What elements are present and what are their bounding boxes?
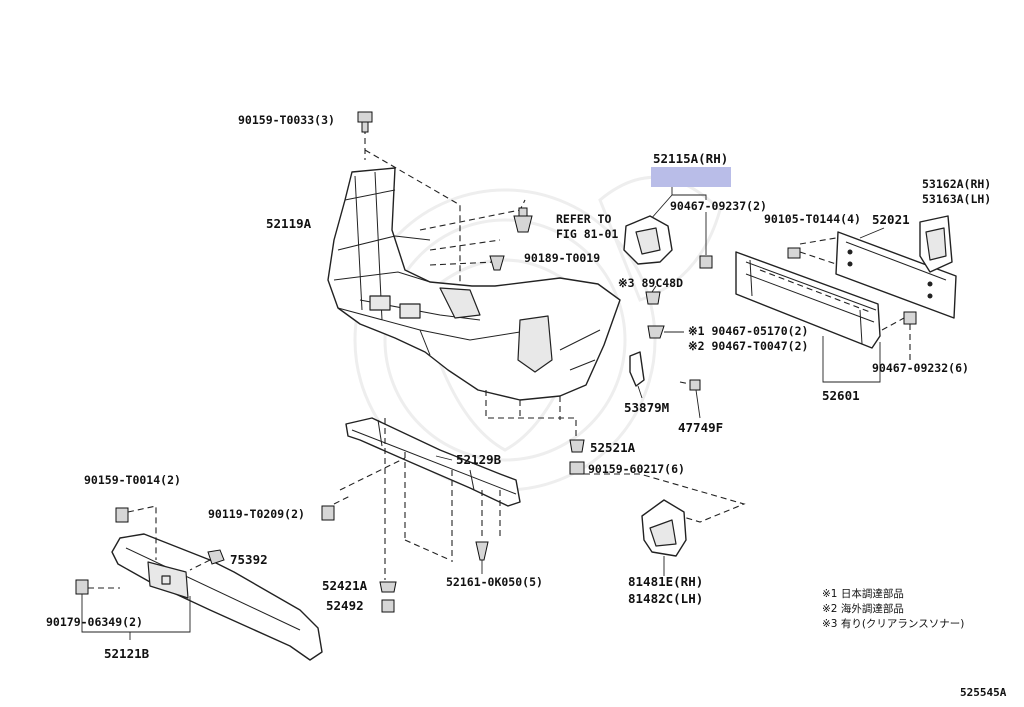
label-75392: 75392	[230, 552, 268, 567]
label-53879m: 53879M	[624, 400, 669, 415]
note-2: ※2 海外調達部品	[822, 602, 904, 615]
label-52601: 52601	[822, 388, 860, 403]
label-81482c-lh: 81482C(LH)	[628, 591, 703, 606]
bracket-52421a[interactable]	[379, 581, 397, 593]
bracket-52115a[interactable]	[623, 215, 673, 265]
label-90159-60217: 90159-60217(6)	[588, 462, 685, 476]
clip-89c48d[interactable]	[645, 285, 661, 305]
clip-52161-0k050[interactable]	[475, 541, 489, 574]
bolt-52492[interactable]	[381, 599, 395, 613]
clip-90189-t0019[interactable]	[489, 255, 505, 271]
screw-47749f[interactable]	[679, 379, 701, 419]
label-90179-06349: 90179-06349(2)	[46, 615, 143, 629]
note-1: ※1 日本調達部品	[822, 587, 904, 600]
reinforcement-52021[interactable]	[835, 231, 957, 319]
bolt-90159-t0014[interactable]	[115, 505, 157, 560]
clip-90179-06349[interactable]	[75, 579, 120, 595]
bolt-90105-t0144[interactable]	[787, 237, 837, 265]
label-90467-09237: 90467-09237(2)	[670, 199, 767, 213]
label-81481e-rh: 81481E(RH)	[628, 574, 703, 589]
label-90119-t0209: 90119-T0209(2)	[208, 507, 305, 521]
label-90159-t0014: 90159-T0014(2)	[84, 473, 181, 487]
label-52492: 52492	[326, 598, 364, 613]
label-fig-81-01: FIG 81-01	[556, 227, 618, 241]
label-90159-t0033: 90159-T0033(3)	[238, 113, 335, 127]
label-90189-t0019: 90189-T0019	[524, 251, 600, 265]
mudguard-81481e-81482c[interactable]	[641, 499, 687, 557]
label-52121b: 52121B	[104, 646, 150, 661]
nut-90467-09232[interactable]	[881, 311, 917, 360]
clip-90467-05170[interactable]	[647, 325, 684, 339]
bolt-90159-t0033[interactable]	[357, 111, 373, 133]
label-52521a: 52521A	[590, 440, 636, 455]
label-90467-t0047: ※2 90467-T0047(2)	[688, 339, 808, 353]
highlight-box-52115a[interactable]	[651, 167, 731, 187]
label-90467-05170: ※1 90467-05170(2)	[688, 324, 808, 338]
retainer-53879m[interactable]	[629, 351, 645, 399]
bumper-absorber-52601[interactable]	[735, 251, 881, 349]
figure-code: 525545A	[960, 686, 1007, 699]
label-52161-0k050: 52161-0K050(5)	[446, 575, 543, 589]
label-52115a-rh: 52115A(RH)	[653, 151, 728, 166]
label-52119a: 52119A	[266, 216, 312, 231]
clip-52521a[interactable]	[569, 439, 585, 453]
bracket-53162a-53163a[interactable]	[919, 215, 953, 273]
label-47749f: 47749F	[678, 420, 723, 435]
bumper-cover-52119a[interactable]	[327, 167, 621, 401]
screw-90159-60217[interactable]	[569, 461, 585, 475]
label-52129b: 52129B	[456, 452, 502, 467]
note-3: ※3 有り(クリアランスソナー)	[822, 617, 964, 630]
label-53163a-lh: 53163A(LH)	[922, 192, 991, 206]
label-89c48d: ※3 89C48D	[618, 276, 683, 290]
under-cover-52129b[interactable]	[345, 417, 521, 507]
label-refer-to: REFER TO	[556, 212, 611, 226]
label-52021: 52021	[872, 212, 910, 227]
bolt-90119-t0209[interactable]	[321, 495, 351, 521]
label-53162a-rh: 53162A(RH)	[922, 177, 991, 191]
clip-refer-fig-81-01[interactable]	[513, 207, 533, 233]
label-90105-t0144: 90105-T0144(4)	[764, 212, 861, 226]
retainer-75392[interactable]	[189, 549, 225, 571]
nut-90467-09237[interactable]	[699, 212, 713, 269]
label-52421a: 52421A	[322, 578, 368, 593]
label-90467-09232: 90467-09232(6)	[872, 361, 969, 375]
